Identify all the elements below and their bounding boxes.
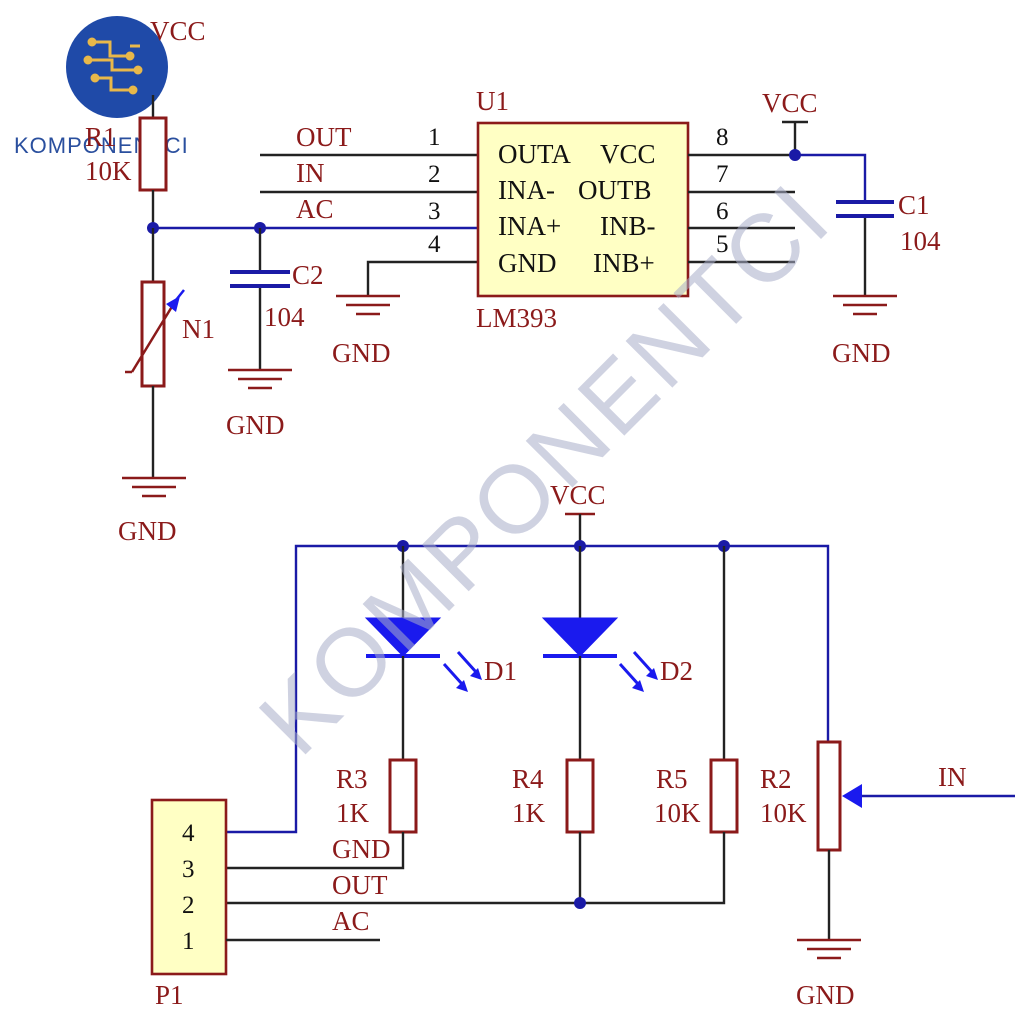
u1-pin-6: 6 <box>716 198 729 225</box>
p1-pin-2: 2 <box>182 892 195 919</box>
vcc-label-r1: VCC <box>150 16 206 46</box>
potentiometer-r2 <box>816 740 842 852</box>
net-label-ac: AC <box>296 194 334 224</box>
d2-ref: D2 <box>660 656 693 686</box>
connector-p1 <box>150 798 228 976</box>
r1-value: 10K <box>85 156 132 186</box>
r2-value: 10K <box>760 798 807 828</box>
d1-ref: D1 <box>484 656 517 686</box>
ground-symbol-n1 <box>122 476 186 498</box>
u1-pin-7: 7 <box>716 161 729 188</box>
p1-pin-3: 3 <box>182 856 195 883</box>
ground-symbol-r2 <box>797 938 861 960</box>
ground-symbol-u1 <box>336 294 400 316</box>
p1-pin-4: 4 <box>182 820 195 847</box>
resistor-r3 <box>388 758 418 834</box>
u1-pin-1: 1 <box>428 124 441 151</box>
ground-symbol-c2 <box>228 368 292 390</box>
u1-ref: U1 <box>476 86 509 116</box>
u1-pin-3: 3 <box>428 198 441 225</box>
wiper-arrow-icon <box>842 784 862 808</box>
p1-ref: P1 <box>155 980 184 1010</box>
u1-row-4-left: GND <box>498 248 557 278</box>
r4-value: 1K <box>512 798 546 828</box>
u1-part: LM393 <box>476 303 557 333</box>
r5-value: 10K <box>654 798 701 828</box>
r3-ref: R3 <box>336 764 368 794</box>
c2-ref: C2 <box>292 260 324 290</box>
gnd-label-n1: GND <box>118 516 177 546</box>
gnd-label-c1: GND <box>832 338 891 368</box>
c2-value: 104 <box>264 302 305 332</box>
n1-ref: N1 <box>182 314 215 344</box>
p1-pin-1: 1 <box>182 928 195 955</box>
u1-row-4-right: INB+ <box>593 248 655 278</box>
c1-ref: C1 <box>898 190 930 220</box>
r3-value: 1K <box>336 798 370 828</box>
ground-symbol-c1 <box>833 294 897 316</box>
circuit-brain-icon <box>83 37 143 95</box>
r4-ref: R4 <box>512 764 544 794</box>
ic-u1-lm393 <box>476 121 690 298</box>
led-d1 <box>364 617 442 657</box>
u1-row-3-left: INA+ <box>498 211 561 241</box>
vcc-label-bottom: VCC <box>550 480 606 510</box>
gnd-label-r2: GND <box>796 980 855 1010</box>
net-label-out: OUT <box>296 122 352 152</box>
net-label-out-p1: OUT <box>332 870 388 900</box>
c1-value: 104 <box>900 226 941 256</box>
gnd-label-c2: GND <box>226 410 285 440</box>
resistor-r1 <box>138 116 168 192</box>
thermistor-n1 <box>140 280 166 388</box>
u1-row-1-right: VCC <box>600 139 656 169</box>
net-label-ac-p1: AC <box>332 906 370 936</box>
u1-row-1-left: OUTA <box>498 139 571 169</box>
u1-pin-2: 2 <box>428 161 441 188</box>
u1-row-2-right: OUTB <box>578 175 652 205</box>
led-d2 <box>541 617 619 657</box>
gnd-label-u1: GND <box>332 338 391 368</box>
resistor-r5 <box>709 758 739 834</box>
u1-pin-8: 8 <box>716 124 729 151</box>
u1-row-3-right: INB- <box>600 211 656 241</box>
r5-ref: R5 <box>656 764 688 794</box>
u1-row-2-left: INA- <box>498 175 555 205</box>
vcc-label-c1: VCC <box>762 88 818 118</box>
net-label-gnd-p1: GND <box>332 834 391 864</box>
resistor-r4 <box>565 758 595 834</box>
net-label-in: IN <box>296 158 325 188</box>
r1-ref: R1 <box>85 122 117 152</box>
u1-pin-4: 4 <box>428 231 441 258</box>
r2-ref: R2 <box>760 764 792 794</box>
net-label-in-bottom: IN <box>938 762 967 792</box>
u1-pin-5: 5 <box>716 231 729 258</box>
